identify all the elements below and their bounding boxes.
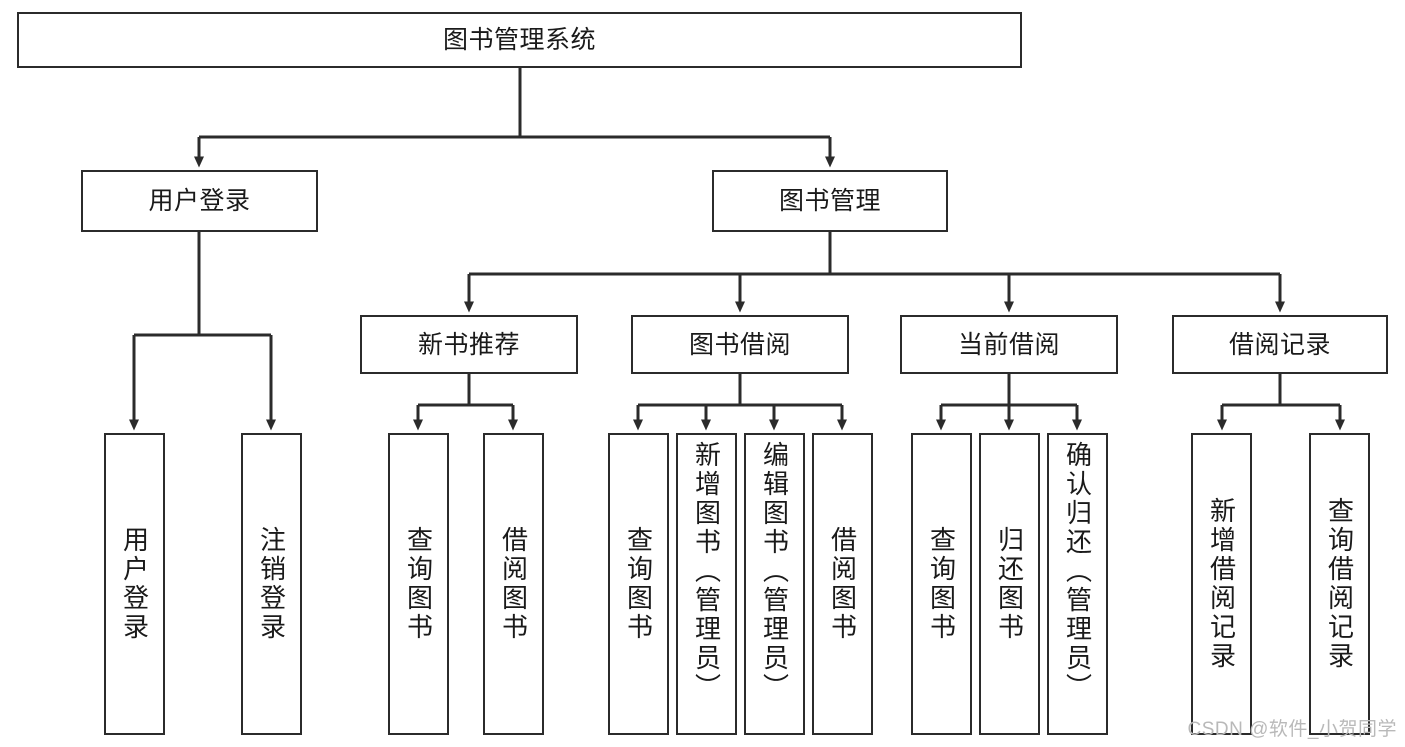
node-leaf-query-record-label: 查询借阅记录 <box>1324 497 1355 671</box>
node-new-book-rec-label: 新书推荐 <box>417 330 520 359</box>
node-leaf-confirm-return[interactable]: 确认归还（管理员） <box>1047 433 1108 735</box>
node-leaf-borrow-book-2-label: 借阅图书 <box>827 526 858 642</box>
node-root[interactable]: 图书管理系统 <box>17 12 1022 68</box>
node-leaf-logout-login-label: 注销登录 <box>256 526 287 642</box>
node-leaf-edit-book-label: 编辑图书（管理员） <box>759 441 790 702</box>
node-book-borrow-label: 图书借阅 <box>688 330 791 359</box>
node-leaf-query-book-2[interactable]: 查询图书 <box>608 433 669 735</box>
node-leaf-query-record[interactable]: 查询借阅记录 <box>1309 433 1370 735</box>
node-leaf-query-book-1[interactable]: 查询图书 <box>388 433 449 735</box>
node-leaf-query-book-2-label: 查询图书 <box>623 526 654 642</box>
node-user-login[interactable]: 用户登录 <box>81 170 318 232</box>
node-leaf-query-book-3-label: 查询图书 <box>926 526 957 642</box>
node-leaf-return-book[interactable]: 归还图书 <box>979 433 1040 735</box>
node-leaf-query-book-1-label: 查询图书 <box>403 526 434 642</box>
node-leaf-edit-book[interactable]: 编辑图书（管理员） <box>744 433 805 735</box>
node-new-book-rec[interactable]: 新书推荐 <box>360 315 578 374</box>
node-book-manage[interactable]: 图书管理 <box>712 170 948 232</box>
node-leaf-logout-login[interactable]: 注销登录 <box>241 433 302 735</box>
node-borrow-record[interactable]: 借阅记录 <box>1172 315 1388 374</box>
node-current-borrow-label: 当前借阅 <box>957 330 1060 359</box>
node-leaf-add-record[interactable]: 新增借阅记录 <box>1191 433 1252 735</box>
node-leaf-borrow-book-2[interactable]: 借阅图书 <box>812 433 873 735</box>
node-leaf-user-login-label: 用户登录 <box>119 526 150 642</box>
node-leaf-add-book-label: 新增图书（管理员） <box>691 441 722 702</box>
node-leaf-user-login[interactable]: 用户登录 <box>104 433 165 735</box>
node-leaf-add-book[interactable]: 新增图书（管理员） <box>676 433 737 735</box>
node-book-manage-label: 图书管理 <box>778 187 881 215</box>
node-root-label: 图书管理系统 <box>442 26 596 54</box>
node-leaf-query-book-3[interactable]: 查询图书 <box>911 433 972 735</box>
node-leaf-return-book-label: 归还图书 <box>994 526 1025 642</box>
node-leaf-borrow-book-1-label: 借阅图书 <box>498 526 529 642</box>
node-leaf-add-record-label: 新增借阅记录 <box>1206 497 1237 671</box>
node-book-borrow[interactable]: 图书借阅 <box>631 315 849 374</box>
csdn-watermark: CSDN @软件_小贺同学 <box>1187 719 1397 740</box>
node-current-borrow[interactable]: 当前借阅 <box>900 315 1118 374</box>
node-borrow-record-label: 借阅记录 <box>1228 330 1331 359</box>
node-user-login-label: 用户登录 <box>148 187 251 215</box>
node-leaf-confirm-return-label: 确认归还（管理员） <box>1062 441 1093 702</box>
node-leaf-borrow-book-1[interactable]: 借阅图书 <box>483 433 544 735</box>
